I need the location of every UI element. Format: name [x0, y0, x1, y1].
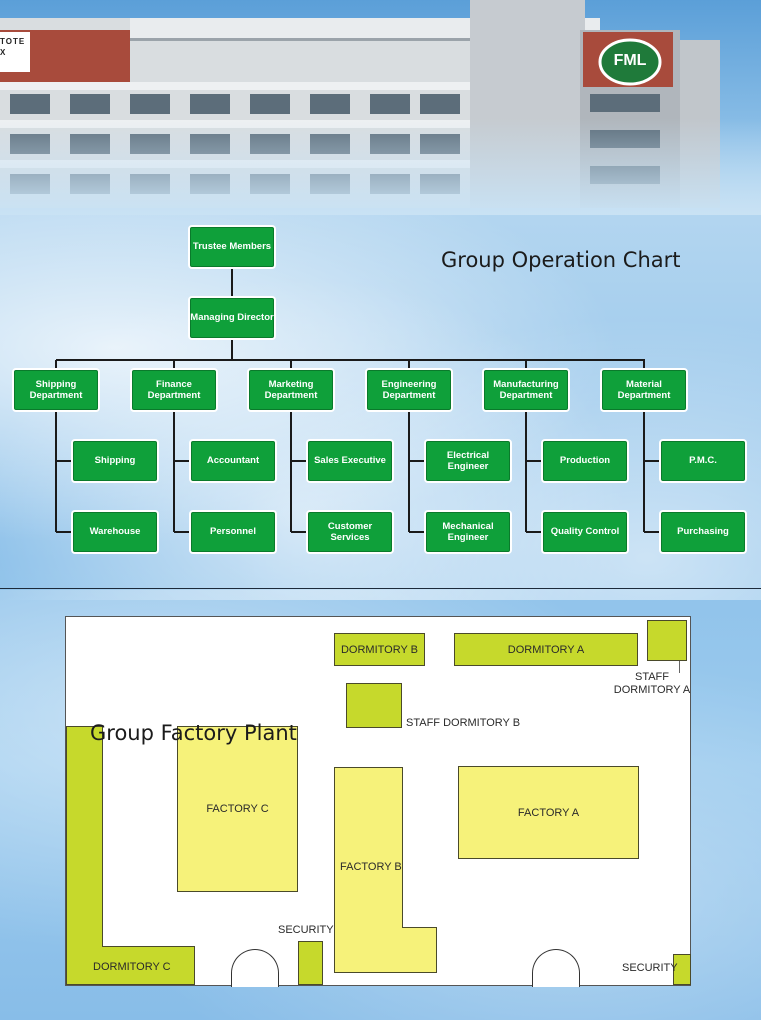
section-divider: [0, 588, 761, 589]
security-label-1: SECURITY: [278, 924, 334, 936]
security-block-1: [298, 941, 323, 985]
node-role: Accountant: [189, 439, 277, 483]
connector-line: [291, 460, 306, 462]
connector-horizontal: [56, 359, 645, 361]
dormitory-b: DORMITORY B: [334, 633, 425, 666]
dormitory-c-horizontal: [66, 946, 195, 985]
security-label-2: SECURITY: [622, 962, 678, 974]
connector-line: [55, 360, 57, 369]
connector-line: [173, 412, 175, 532]
node-role: Quality Control: [541, 510, 629, 554]
connector-line: [408, 360, 410, 369]
staff-dormitory-a-block: [647, 620, 687, 661]
org-chart-title: Group Operation Chart: [441, 248, 681, 272]
totex-sign: TOTEX: [0, 37, 26, 57]
node-role: Warehouse: [71, 510, 159, 554]
dormitory-c-label: DORMITORY C: [93, 961, 171, 973]
connector-line: [409, 531, 424, 533]
fml-sign: FML: [613, 52, 647, 69]
node-department: Material Department: [600, 368, 688, 412]
staff-dormitory-b-block: [346, 683, 402, 728]
connector-line: [231, 340, 233, 360]
node-role: Production: [541, 439, 629, 483]
node-department: Shipping Department: [12, 368, 100, 412]
node-department: Manufacturing Department: [482, 368, 570, 412]
node-role: Purchasing: [659, 510, 747, 554]
node-role: Mechanical Engineer: [424, 510, 512, 554]
connector-line: [526, 460, 541, 462]
connector-line: [55, 412, 57, 532]
node-department: Finance Department: [130, 368, 218, 412]
building-illustration: [0, 0, 761, 215]
factory-b-label: FACTORY B: [340, 861, 402, 873]
factory-plan: DORMITORY B DORMITORY A STAFF DORMITORY …: [65, 616, 691, 987]
staff-dormitory-a-leader: [679, 661, 680, 673]
node-role: Shipping: [71, 439, 159, 483]
factory-b-lower: [334, 927, 437, 973]
connector-line: [174, 460, 189, 462]
security-block-2: [673, 954, 691, 985]
connector-line: [291, 531, 306, 533]
node-role: Personnel: [189, 510, 277, 554]
connector-line: [174, 531, 189, 533]
node-role: Sales Executive: [306, 439, 394, 483]
factory-b-join: [335, 926, 402, 930]
factory-c: FACTORY C: [177, 726, 298, 892]
node-trustee-members: Trustee Members: [188, 225, 276, 269]
connector-line: [290, 360, 292, 369]
building-photo: TOTEX FML: [0, 0, 761, 215]
connector-line: [644, 531, 659, 533]
gate-right: [532, 949, 580, 987]
factory-a: FACTORY A: [458, 766, 639, 859]
node-role: Electrical Engineer: [424, 439, 512, 483]
connector-line: [56, 460, 71, 462]
connector-line: [231, 269, 233, 296]
connector-line: [409, 460, 424, 462]
node-role: P.M.C.: [659, 439, 747, 483]
dormitory-a: DORMITORY A: [454, 633, 638, 666]
connector-line: [290, 412, 292, 532]
connector-line: [525, 412, 527, 532]
node-managing-director: Managing Director: [188, 296, 276, 340]
gate-left: [231, 949, 279, 987]
connector-line: [643, 360, 645, 369]
node-department: Engineering Department: [365, 368, 453, 412]
connector-line: [173, 360, 175, 369]
connector-line: [643, 412, 645, 532]
staff-dormitory-b-label: STAFF DORMITORY B: [406, 717, 521, 729]
connector-line: [525, 360, 527, 369]
connector-line: [408, 412, 410, 532]
connector-line: [526, 531, 541, 533]
node-role: Customer Services: [306, 510, 394, 554]
staff-dormitory-a-label: STAFF DORMITORY A: [613, 671, 691, 696]
node-department: Marketing Department: [247, 368, 335, 412]
connector-line: [56, 531, 71, 533]
plant-title: Group Factory Plant: [90, 721, 297, 745]
dormitory-c-join: [67, 945, 102, 949]
connector-line: [644, 460, 659, 462]
